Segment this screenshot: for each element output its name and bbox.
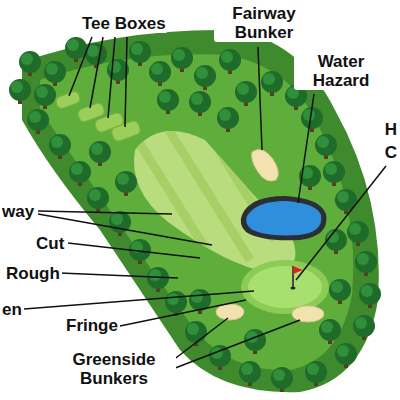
part-label: Rough	[4, 264, 62, 283]
part-label: Tee Boxes	[80, 14, 168, 33]
trees	[9, 37, 381, 392]
part-label: Cut	[34, 234, 66, 253]
part-label: H	[383, 120, 399, 139]
greenside-bunker	[292, 306, 324, 322]
part-label: way	[0, 202, 36, 221]
greenside-bunker	[216, 304, 244, 320]
part-label: en	[0, 300, 24, 319]
water-hazard	[246, 201, 321, 235]
fringe	[241, 260, 329, 314]
tee-boxes	[55, 90, 142, 142]
part-label: C	[383, 143, 399, 162]
green	[248, 266, 322, 308]
part-label: Greenside Bunkers	[52, 350, 176, 388]
fairway-bunker	[252, 150, 279, 181]
part-label: Fairway Bunker	[214, 4, 314, 42]
part-label: Water Hazard	[294, 52, 388, 90]
part-label: Fringe	[64, 316, 120, 335]
hole-cup	[291, 287, 296, 290]
water-rim	[241, 196, 327, 240]
